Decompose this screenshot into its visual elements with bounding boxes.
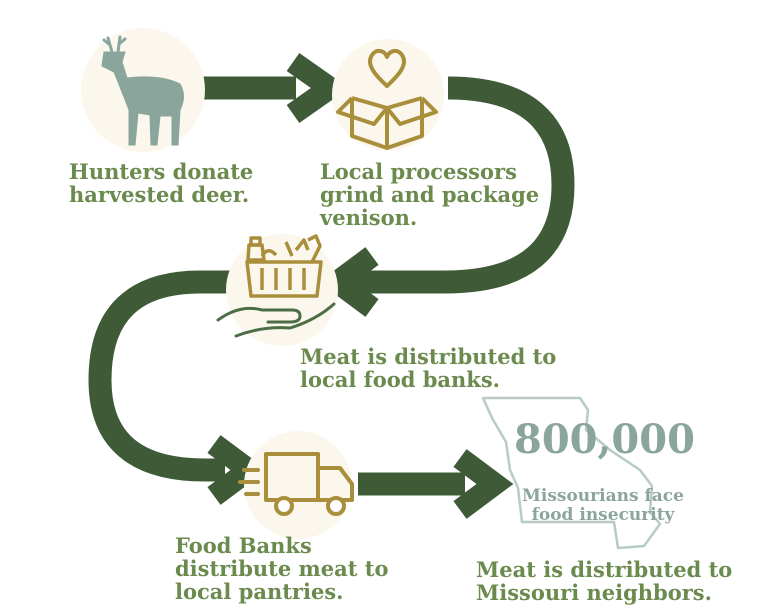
missouri-map-icon	[481, 396, 662, 550]
arrow-head-4	[453, 449, 514, 519]
delivery-truck-icon	[238, 452, 354, 516]
step-5-caption: Meat is distributed to Missouri neighbor…	[476, 557, 733, 605]
stat-number: 800,000	[514, 416, 695, 463]
step-1-caption: Hunters donate harvested deer.	[69, 159, 254, 207]
icon-bg-4	[244, 431, 352, 539]
step-4-caption: Food Banks distribute meat to local pant…	[175, 533, 389, 604]
step-2-caption: Local processors grind and package venis…	[320, 159, 540, 230]
flow-arrow-path	[88, 76, 575, 496]
heart-box-icon	[336, 48, 438, 150]
step-3-caption: Meat is distributed to local food banks.	[300, 344, 557, 392]
stat-caption: Missourians face food insecurity	[522, 486, 684, 525]
arrow-head-1	[286, 52, 350, 124]
icon-bg-2	[332, 39, 444, 151]
icon-bg-3	[226, 234, 338, 346]
food-basket-hand-icon	[216, 234, 336, 338]
deer-icon	[101, 35, 184, 146]
